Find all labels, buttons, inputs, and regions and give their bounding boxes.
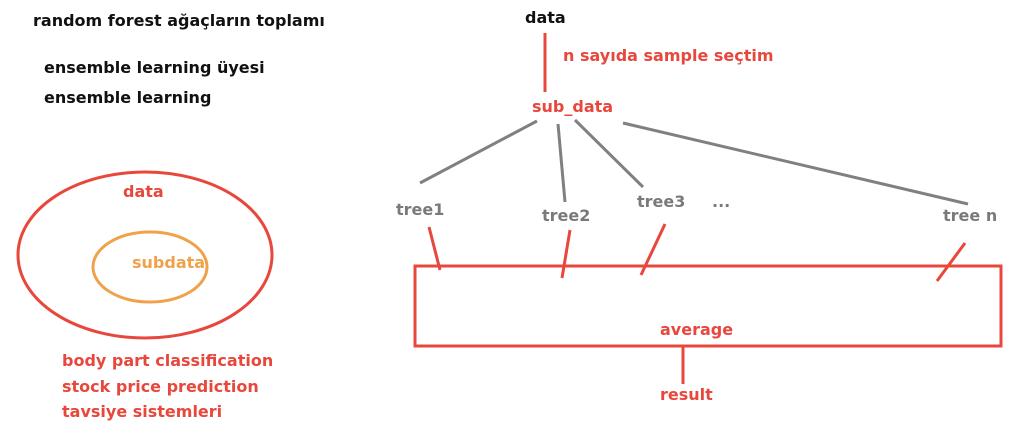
venn-subdata-label: subdata <box>132 253 206 272</box>
tree-node-n: tree n <box>943 206 998 225</box>
application-item: tavsiye sistemleri <box>62 402 223 421</box>
tick-tree2 <box>560 229 572 279</box>
note-ensemble-learning: ensemble learning <box>44 88 212 107</box>
application-item: stock price prediction <box>62 377 259 396</box>
tree-node-1: tree1 <box>396 200 445 219</box>
tick-treen <box>935 242 967 282</box>
sub-data-node: sub_data <box>532 97 614 116</box>
connector-treen <box>622 121 969 206</box>
tree-node-3: tree3 <box>637 192 686 211</box>
venn-data-label: data <box>123 182 164 201</box>
average-box <box>413 264 1003 348</box>
connector-tree1 <box>419 119 538 185</box>
note-random-forest: random forest ağaçların toplamı <box>33 11 325 30</box>
subdata-ellipse <box>91 230 209 304</box>
note-ensemble-member: ensemble learning üyesi <box>44 58 265 77</box>
average-label: average <box>660 320 734 339</box>
application-item: body part classification <box>62 351 274 370</box>
result-label: result <box>660 385 713 404</box>
connector-tree2 <box>556 123 567 203</box>
flow-step-label: n sayıda sample seçtim <box>563 46 774 65</box>
connector-tree3 <box>573 118 645 189</box>
tick-tree1 <box>427 226 442 271</box>
flow-data-label: data <box>525 8 566 27</box>
data-ellipse <box>16 170 274 340</box>
tree-node-2: tree2 <box>542 206 591 225</box>
tree-ellipsis: ... <box>712 192 731 211</box>
